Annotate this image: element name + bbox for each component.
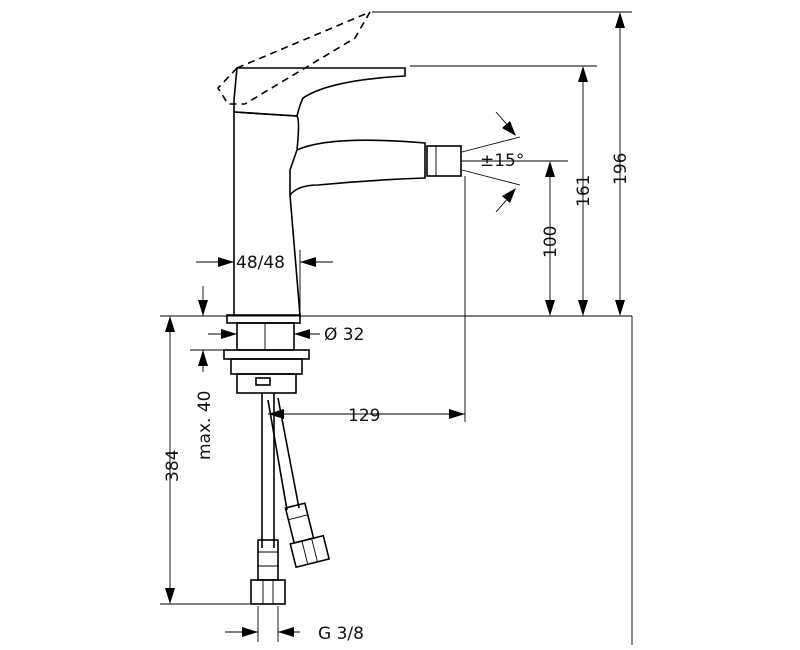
- label-nozzle-height: 100: [541, 226, 561, 258]
- label-hole-diameter: Ø 32: [324, 325, 364, 345]
- dim-connection-thread: [225, 627, 300, 637]
- label-overall-height: 196: [611, 153, 631, 185]
- dim-nozzle-height: [545, 161, 555, 316]
- label-counter-thickness: max. 40: [195, 391, 215, 460]
- label-hose-length: 384: [163, 450, 183, 482]
- faucet-body: [226, 67, 462, 324]
- label-spout-height: 161: [574, 175, 594, 207]
- label-spout-reach: 129: [348, 406, 380, 426]
- lever-swing-outline: [216, 11, 371, 105]
- supply-hoses: [250, 393, 331, 605]
- label-body-width: 48/48: [236, 253, 285, 273]
- dim-overall-height: [615, 12, 625, 316]
- dim-spout-reach: [268, 409, 465, 419]
- mounting-assembly: [223, 322, 310, 394]
- dim-body-width: [196, 257, 333, 267]
- dim-counter-thickness: [198, 286, 208, 372]
- label-connection-thread: G 3/8: [318, 624, 364, 644]
- extension-lines: [160, 11, 633, 645]
- dim-hose-length: [165, 316, 175, 604]
- dim-spout-height: [578, 66, 588, 316]
- label-swivel-angle: ±15°: [480, 151, 524, 171]
- dim-swivel-angle: [461, 111, 521, 213]
- dim-hole-diameter: [208, 329, 320, 339]
